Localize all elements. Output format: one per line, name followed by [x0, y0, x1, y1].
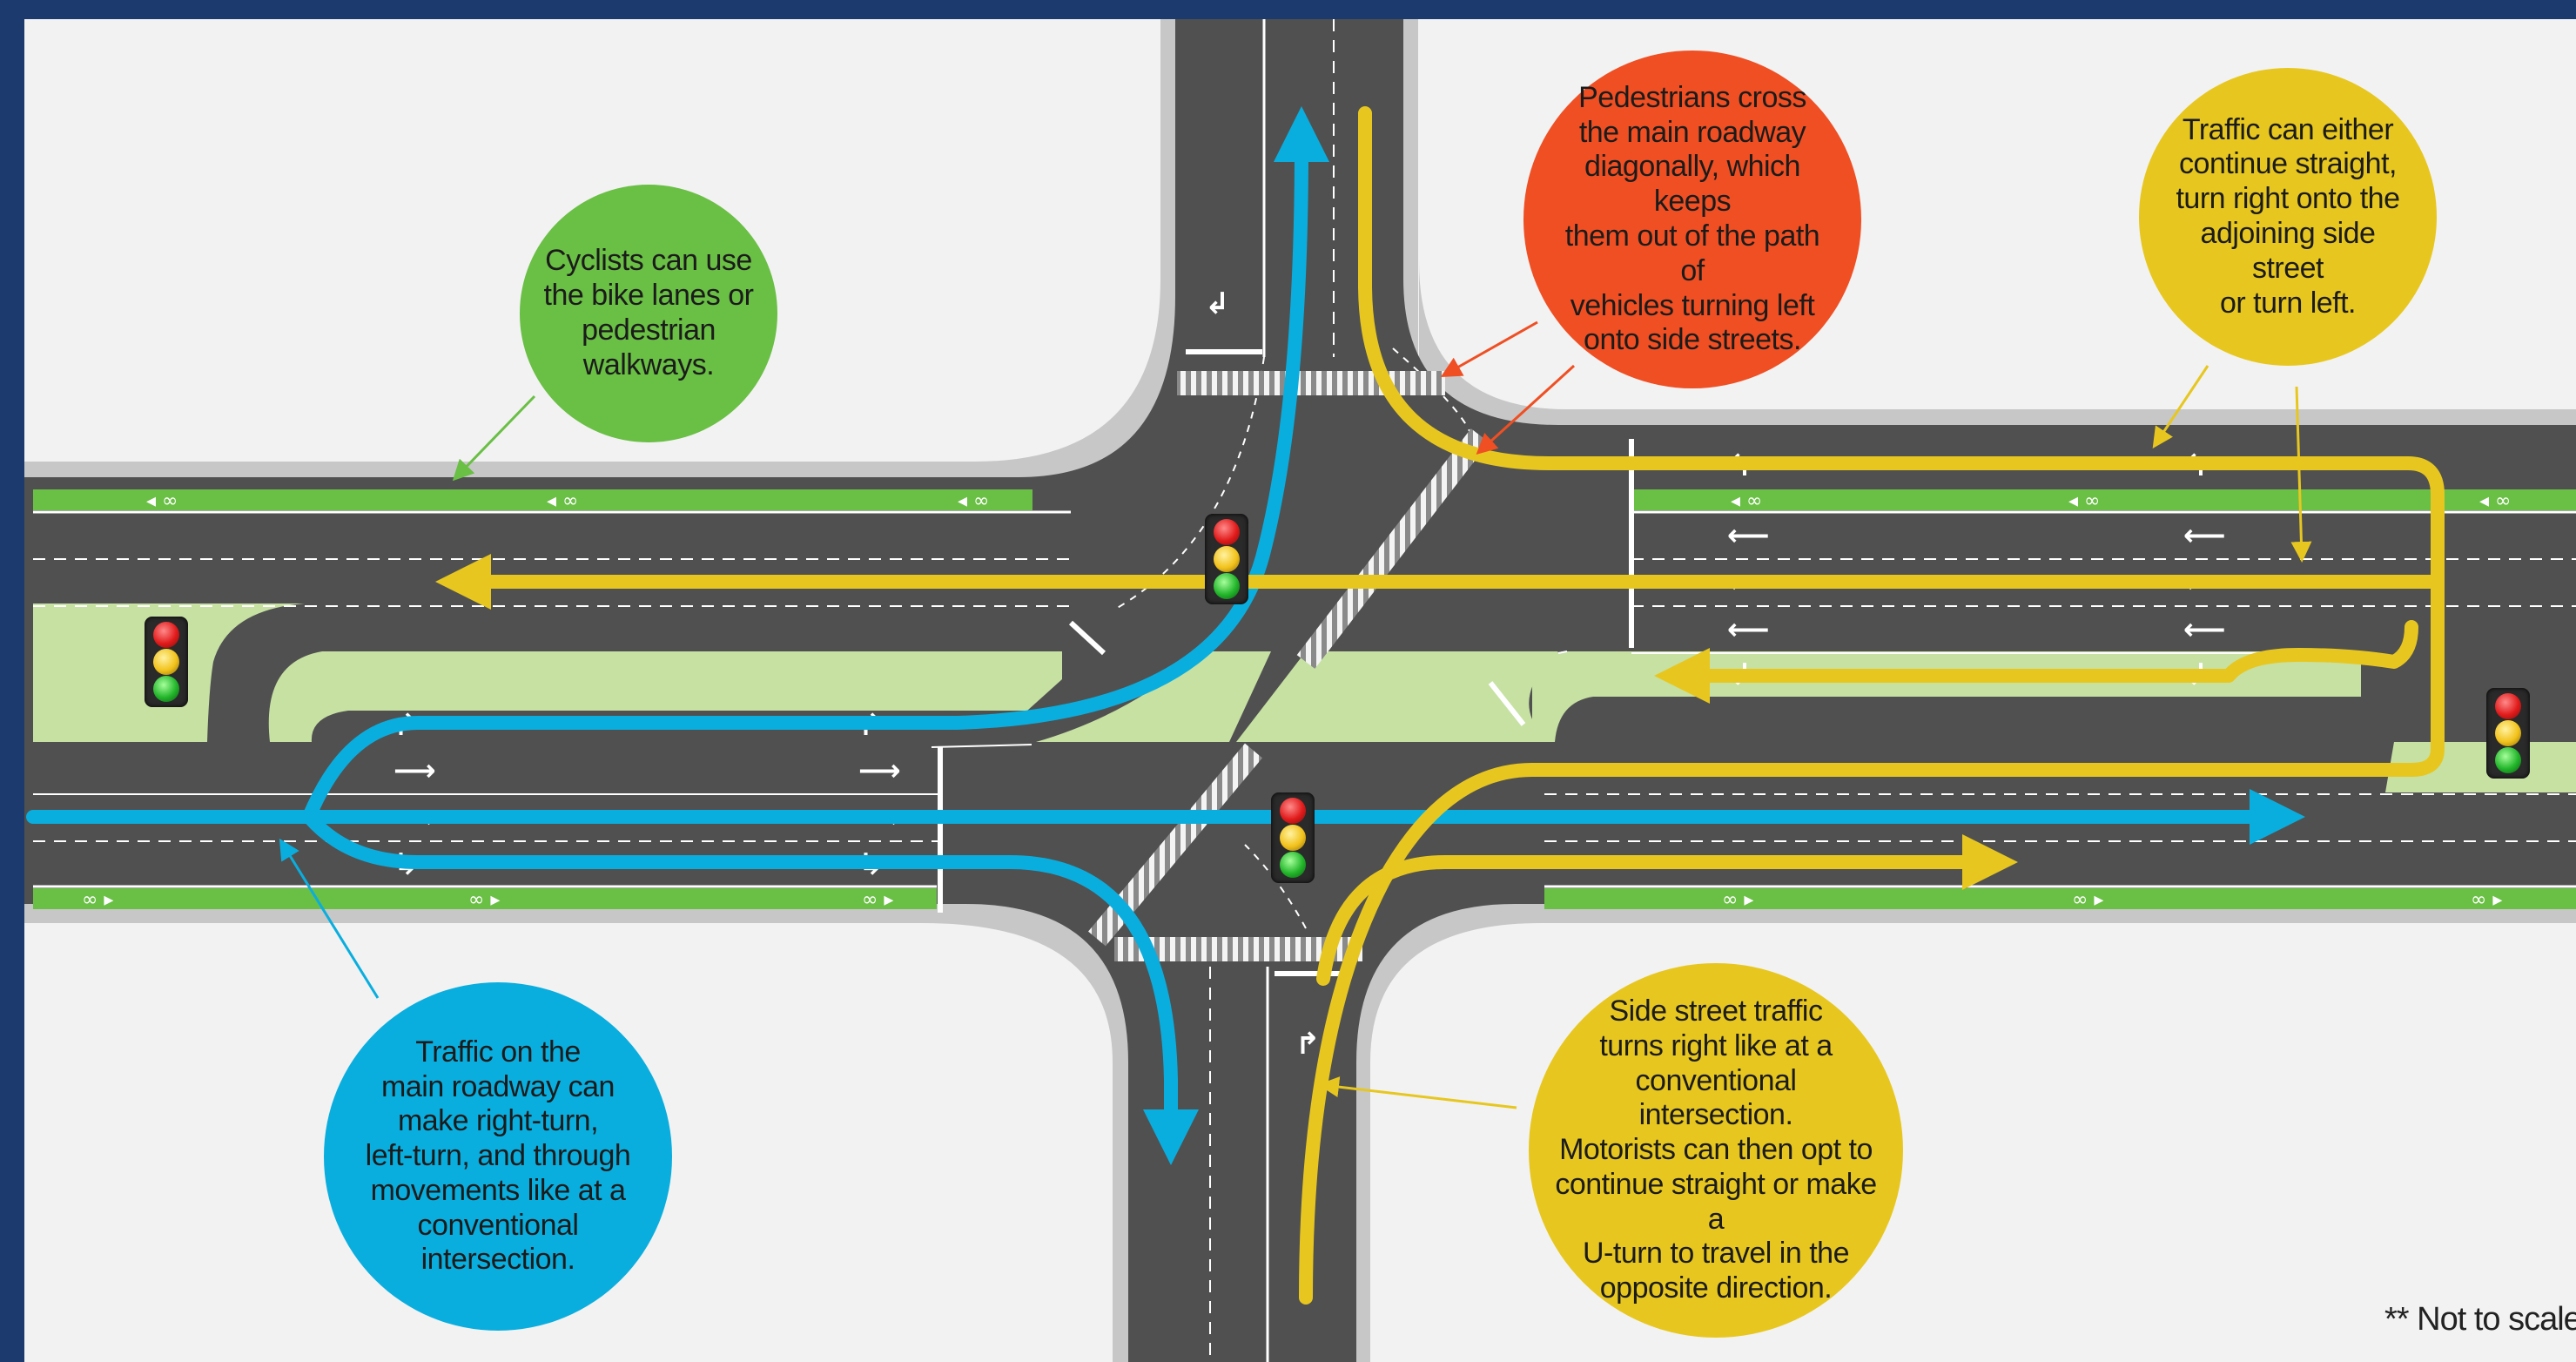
svg-text:↲: ↲: [1205, 287, 1230, 321]
callout-line: the main roadway: [1578, 115, 1806, 149]
svg-text:∞ ▸: ∞ ▸: [2072, 889, 2103, 911]
callout-line: turn right onto the: [2176, 182, 2400, 216]
callout-line: conventional intersection.: [1635, 1063, 1797, 1132]
traffic-light-icon: [2474, 688, 2542, 779]
callout-line: them out of the path of: [1564, 219, 1820, 287]
svg-text:∞ ▸: ∞ ▸: [468, 889, 500, 911]
bike-lane-edges: [33, 510, 2576, 888]
bicycle-icon: ◂ ∞ ◂ ∞ ◂ ∞ ◂ ∞ ◂ ∞ ◂ ∞ ∞ ▸ ∞ ▸ ∞ ▸ ∞ ▸ ∞ ▸ ∞ ▸: [82, 490, 2511, 911]
callout-traffic-options: Traffic can either continue straight, tu…: [2139, 68, 2437, 366]
callout-line: left-turn, and through: [365, 1139, 631, 1173]
traffic-light-icon: [132, 617, 200, 707]
callout-line: diagonally, which keeps: [1584, 150, 1800, 219]
svg-text:◂ ∞: ◂ ∞: [2068, 490, 2100, 512]
bike-lanes: [33, 489, 2576, 909]
callout-line: or turn left.: [2219, 286, 2357, 320]
callout-line: movements like at a: [370, 1173, 626, 1207]
svg-text:⟶: ⟶: [393, 753, 436, 788]
not-to-scale-note: ** Not to scale: [2384, 1301, 2576, 1338]
svg-text:◂ ∞: ◂ ∞: [146, 490, 178, 512]
svg-text:∞ ▸: ∞ ▸: [1722, 889, 1753, 911]
callout-line: walkways.: [582, 347, 715, 381]
svg-text:◂ ∞: ◂ ∞: [958, 490, 989, 512]
callout-line: conventional: [417, 1208, 579, 1242]
callout-line: Motorists can then opt to: [1559, 1133, 1873, 1167]
callout-line: Traffic can either: [2182, 112, 2394, 146]
traffic-light-icon: [1193, 514, 1261, 604]
callout-cyclists: Cyclists can use the bike lanes or pedes…: [520, 185, 777, 442]
svg-text:⟵: ⟵: [2183, 518, 2226, 553]
callout-line: main roadway can: [381, 1069, 615, 1103]
callout-line: pedestrian: [582, 314, 716, 347]
leader-lines: [279, 320, 2312, 1109]
svg-text:◂ ∞: ◂ ∞: [1731, 490, 1762, 512]
svg-text:↱: ↱: [1295, 1027, 1321, 1062]
svg-text:⟵: ⟵: [1727, 518, 1770, 553]
callout-line: U-turn to travel in the: [1583, 1237, 1849, 1271]
callout-line: continue straight or make a: [1555, 1167, 1877, 1236]
callout-line: Side street traffic: [1609, 995, 1824, 1028]
svg-text:⟵: ⟵: [1727, 612, 1770, 647]
callout-line: Cyclists can use: [545, 244, 752, 278]
callout-line: continue straight,: [2179, 147, 2397, 181]
callout-line: intersection.: [420, 1243, 575, 1277]
callout-line: opposite direction.: [1599, 1271, 1833, 1305]
main-roadway-paths: [26, 106, 2305, 1165]
callout-main-roadway: Traffic on the main roadway can make rig…: [324, 982, 672, 1331]
callout-line: Pedestrians cross: [1578, 80, 1806, 114]
callout-line: vehicles turning left: [1570, 288, 1815, 322]
svg-text:⟵: ⟵: [2183, 612, 2226, 647]
callout-line: onto side streets.: [1584, 323, 1801, 357]
traffic-light-icon: [1259, 792, 1327, 883]
svg-text:◂ ∞: ◂ ∞: [547, 490, 578, 512]
callout-line: adjoining side street: [2200, 217, 2376, 285]
lane-markings: [33, 19, 2576, 1362]
svg-text:∞ ▸: ∞ ▸: [82, 889, 113, 911]
side-street-paths: [435, 106, 2445, 1305]
callout-line: the bike lanes or: [543, 279, 755, 313]
callout-line: make right-turn,: [397, 1104, 599, 1138]
callout-line: Traffic on the: [415, 1035, 581, 1069]
svg-text:⟶: ⟶: [858, 753, 901, 788]
callout-line: turns right like at a: [1599, 1028, 1833, 1062]
svg-text:∞ ▸: ∞ ▸: [2471, 889, 2502, 911]
callout-pedestrians: Pedestrians cross the main roadway diago…: [1523, 51, 1861, 388]
svg-text:∞ ▸: ∞ ▸: [862, 889, 893, 911]
callout-side-street: Side street traffic turns right like at …: [1529, 963, 1903, 1338]
svg-text:◂ ∞: ◂ ∞: [2479, 490, 2511, 512]
